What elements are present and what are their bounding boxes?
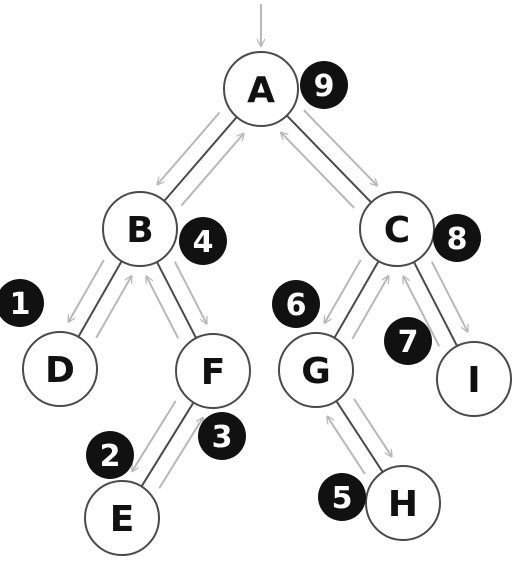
node-g: G (278, 332, 354, 408)
down-arrow-a-c (303, 109, 377, 185)
traversal-arrows (68, 4, 468, 489)
node-label: F (201, 352, 226, 393)
edge-f-e (140, 401, 195, 488)
visit-order-badge-a: 9 (300, 61, 348, 109)
down-arrow-g-h (353, 398, 392, 457)
node-c: C (359, 191, 435, 267)
node-a: A (223, 51, 299, 127)
edge-a-b (163, 116, 238, 202)
visit-order-badge-d: 1 (0, 279, 44, 327)
tree-nodes: A B C D F G I E H (22, 51, 512, 556)
down-arrow-b-f (173, 261, 207, 324)
up-arrow-d-b (95, 276, 131, 339)
node-label: B (126, 210, 153, 251)
badge-number: 6 (286, 288, 307, 323)
edge-b-d (77, 260, 123, 338)
node-f: F (175, 333, 251, 409)
node-d: D (22, 331, 98, 407)
down-arrow-c-i (430, 261, 468, 332)
badge-number: 5 (332, 481, 353, 516)
node-circle (359, 191, 435, 267)
node-label: D (45, 350, 75, 391)
badge-circle (433, 214, 481, 262)
edge-b-f (156, 261, 197, 339)
tree-edges (77, 114, 458, 488)
node-circle (223, 51, 299, 127)
badge-circle (272, 280, 320, 328)
node-circle (22, 331, 98, 407)
badge-circle (86, 431, 134, 479)
down-arrow-a-b (157, 111, 221, 185)
node-label: C (384, 210, 410, 251)
up-arrow-h-g (327, 416, 366, 475)
badge-circle (318, 473, 366, 521)
badge-number: 1 (10, 287, 31, 322)
node-label: H (388, 484, 418, 525)
node-circle (436, 341, 512, 417)
badge-number: 4 (193, 225, 214, 260)
down-arrow-f-e (132, 400, 177, 471)
node-circle (102, 191, 178, 267)
badge-circle (300, 61, 348, 109)
badge-circle (198, 412, 246, 460)
visit-order-badge-e: 2 (86, 431, 134, 479)
visit-order-badge-g: 6 (272, 280, 320, 328)
node-circle (278, 332, 354, 408)
node-circle (175, 333, 251, 409)
up-arrow-f-b (146, 276, 180, 339)
node-label: A (247, 70, 275, 111)
node-label: G (301, 351, 331, 392)
edge-c-i (413, 261, 458, 347)
node-i: I (436, 341, 512, 417)
badge-circle (384, 317, 432, 365)
edge-c-g (333, 260, 380, 339)
badge-number: 2 (100, 439, 121, 474)
edge-a-c (286, 114, 372, 204)
up-arrow-b-a (180, 134, 244, 207)
node-e: E (84, 480, 160, 556)
node-label: I (467, 360, 480, 401)
up-arrow-g-c (351, 276, 388, 340)
node-h: H (365, 465, 441, 541)
badge-number: 9 (314, 69, 335, 104)
badge-number: 8 (447, 222, 468, 257)
badge-circle (0, 279, 44, 327)
up-arrow-e-f (158, 418, 203, 489)
visit-order-badge-b: 4 (179, 217, 227, 265)
visit-order-badge-i: 7 (384, 317, 432, 365)
visit-order-badge-f: 3 (198, 412, 246, 460)
up-arrow-c-a (281, 132, 355, 209)
badge-circle (179, 217, 227, 265)
node-label: E (110, 499, 135, 540)
node-b: B (102, 191, 178, 267)
visit-order-badge-h: 5 (318, 473, 366, 521)
edge-g-h (335, 400, 384, 473)
node-circle (365, 465, 441, 541)
badge-number: 7 (398, 325, 419, 360)
down-arrow-b-d (68, 259, 105, 322)
visit-order-badges: 1 2 3 4 5 6 7 8 9 (0, 61, 481, 521)
node-circle (84, 480, 160, 556)
down-arrow-c-g (325, 259, 362, 323)
up-arrow-i-c (403, 276, 441, 347)
visit-order-badge-c: 8 (433, 214, 481, 262)
badge-number: 3 (212, 420, 233, 455)
